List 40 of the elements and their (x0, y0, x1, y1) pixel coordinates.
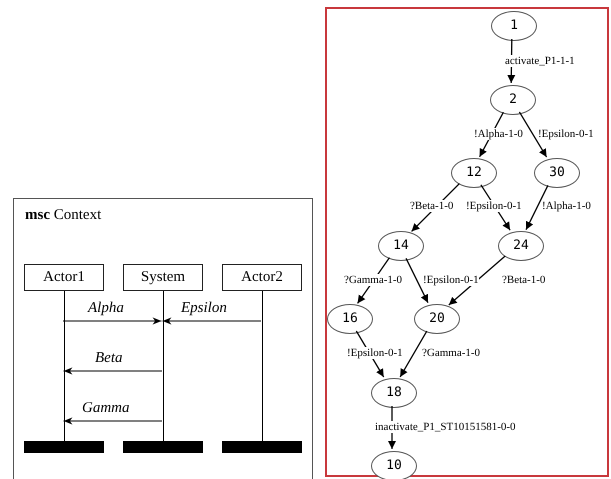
actor-head: System (123, 264, 203, 291)
message-arrow (63, 417, 162, 425)
edge-label: !Epsilon-0-1 (466, 200, 522, 212)
edge-label: activate_P1-1-1 (505, 55, 575, 67)
state-ellipse: 12 (451, 158, 497, 188)
state-ellipse: 24 (498, 231, 544, 261)
edge-label: ?Beta-1-0 (502, 274, 546, 286)
message-label: Epsilon (181, 300, 227, 317)
message-arrow (62, 317, 162, 325)
state-ellipse: 10 (371, 451, 417, 479)
edge-label: !Epsilon-0-1 (423, 274, 479, 286)
edge-label: !Alpha-1-0 (474, 128, 523, 140)
frame-title: msc Context (25, 207, 102, 224)
edge-label: ?Beta-1-0 (410, 200, 454, 212)
arrow (448, 256, 506, 306)
edge-label: !Epsilon-0-1 (538, 128, 594, 140)
sequence-frame (13, 198, 313, 479)
arrow (518, 112, 548, 158)
arrow (405, 258, 429, 303)
state-ellipse: 2 (490, 85, 536, 115)
message-arrow (63, 367, 162, 375)
arrow (525, 185, 549, 230)
message-label: Gamma (82, 400, 130, 417)
edge-label: ?Gamma-1-0 (422, 347, 480, 359)
arrow (400, 330, 428, 378)
state-ellipse: 20 (414, 304, 460, 334)
message-arrow (162, 317, 262, 325)
state-ellipse: 1 (491, 11, 537, 41)
state-ellipse: 16 (327, 304, 373, 334)
edge-label: !Epsilon-0-1 (347, 347, 403, 359)
actor-head: Actor2 (222, 264, 302, 291)
state-ellipse: 18 (371, 378, 417, 408)
actor-head: Actor1 (24, 264, 104, 291)
edge-label: ?Gamma-1-0 (344, 274, 402, 286)
edge-label: inactivate_P1_ST10151581-0-0 (375, 421, 516, 433)
message-label: Alpha (88, 300, 124, 317)
state-ellipse: 14 (378, 231, 424, 261)
edge-label: !Alpha-1-0 (542, 200, 591, 212)
state-ellipse: 30 (534, 158, 580, 188)
message-label: Beta (95, 350, 122, 367)
